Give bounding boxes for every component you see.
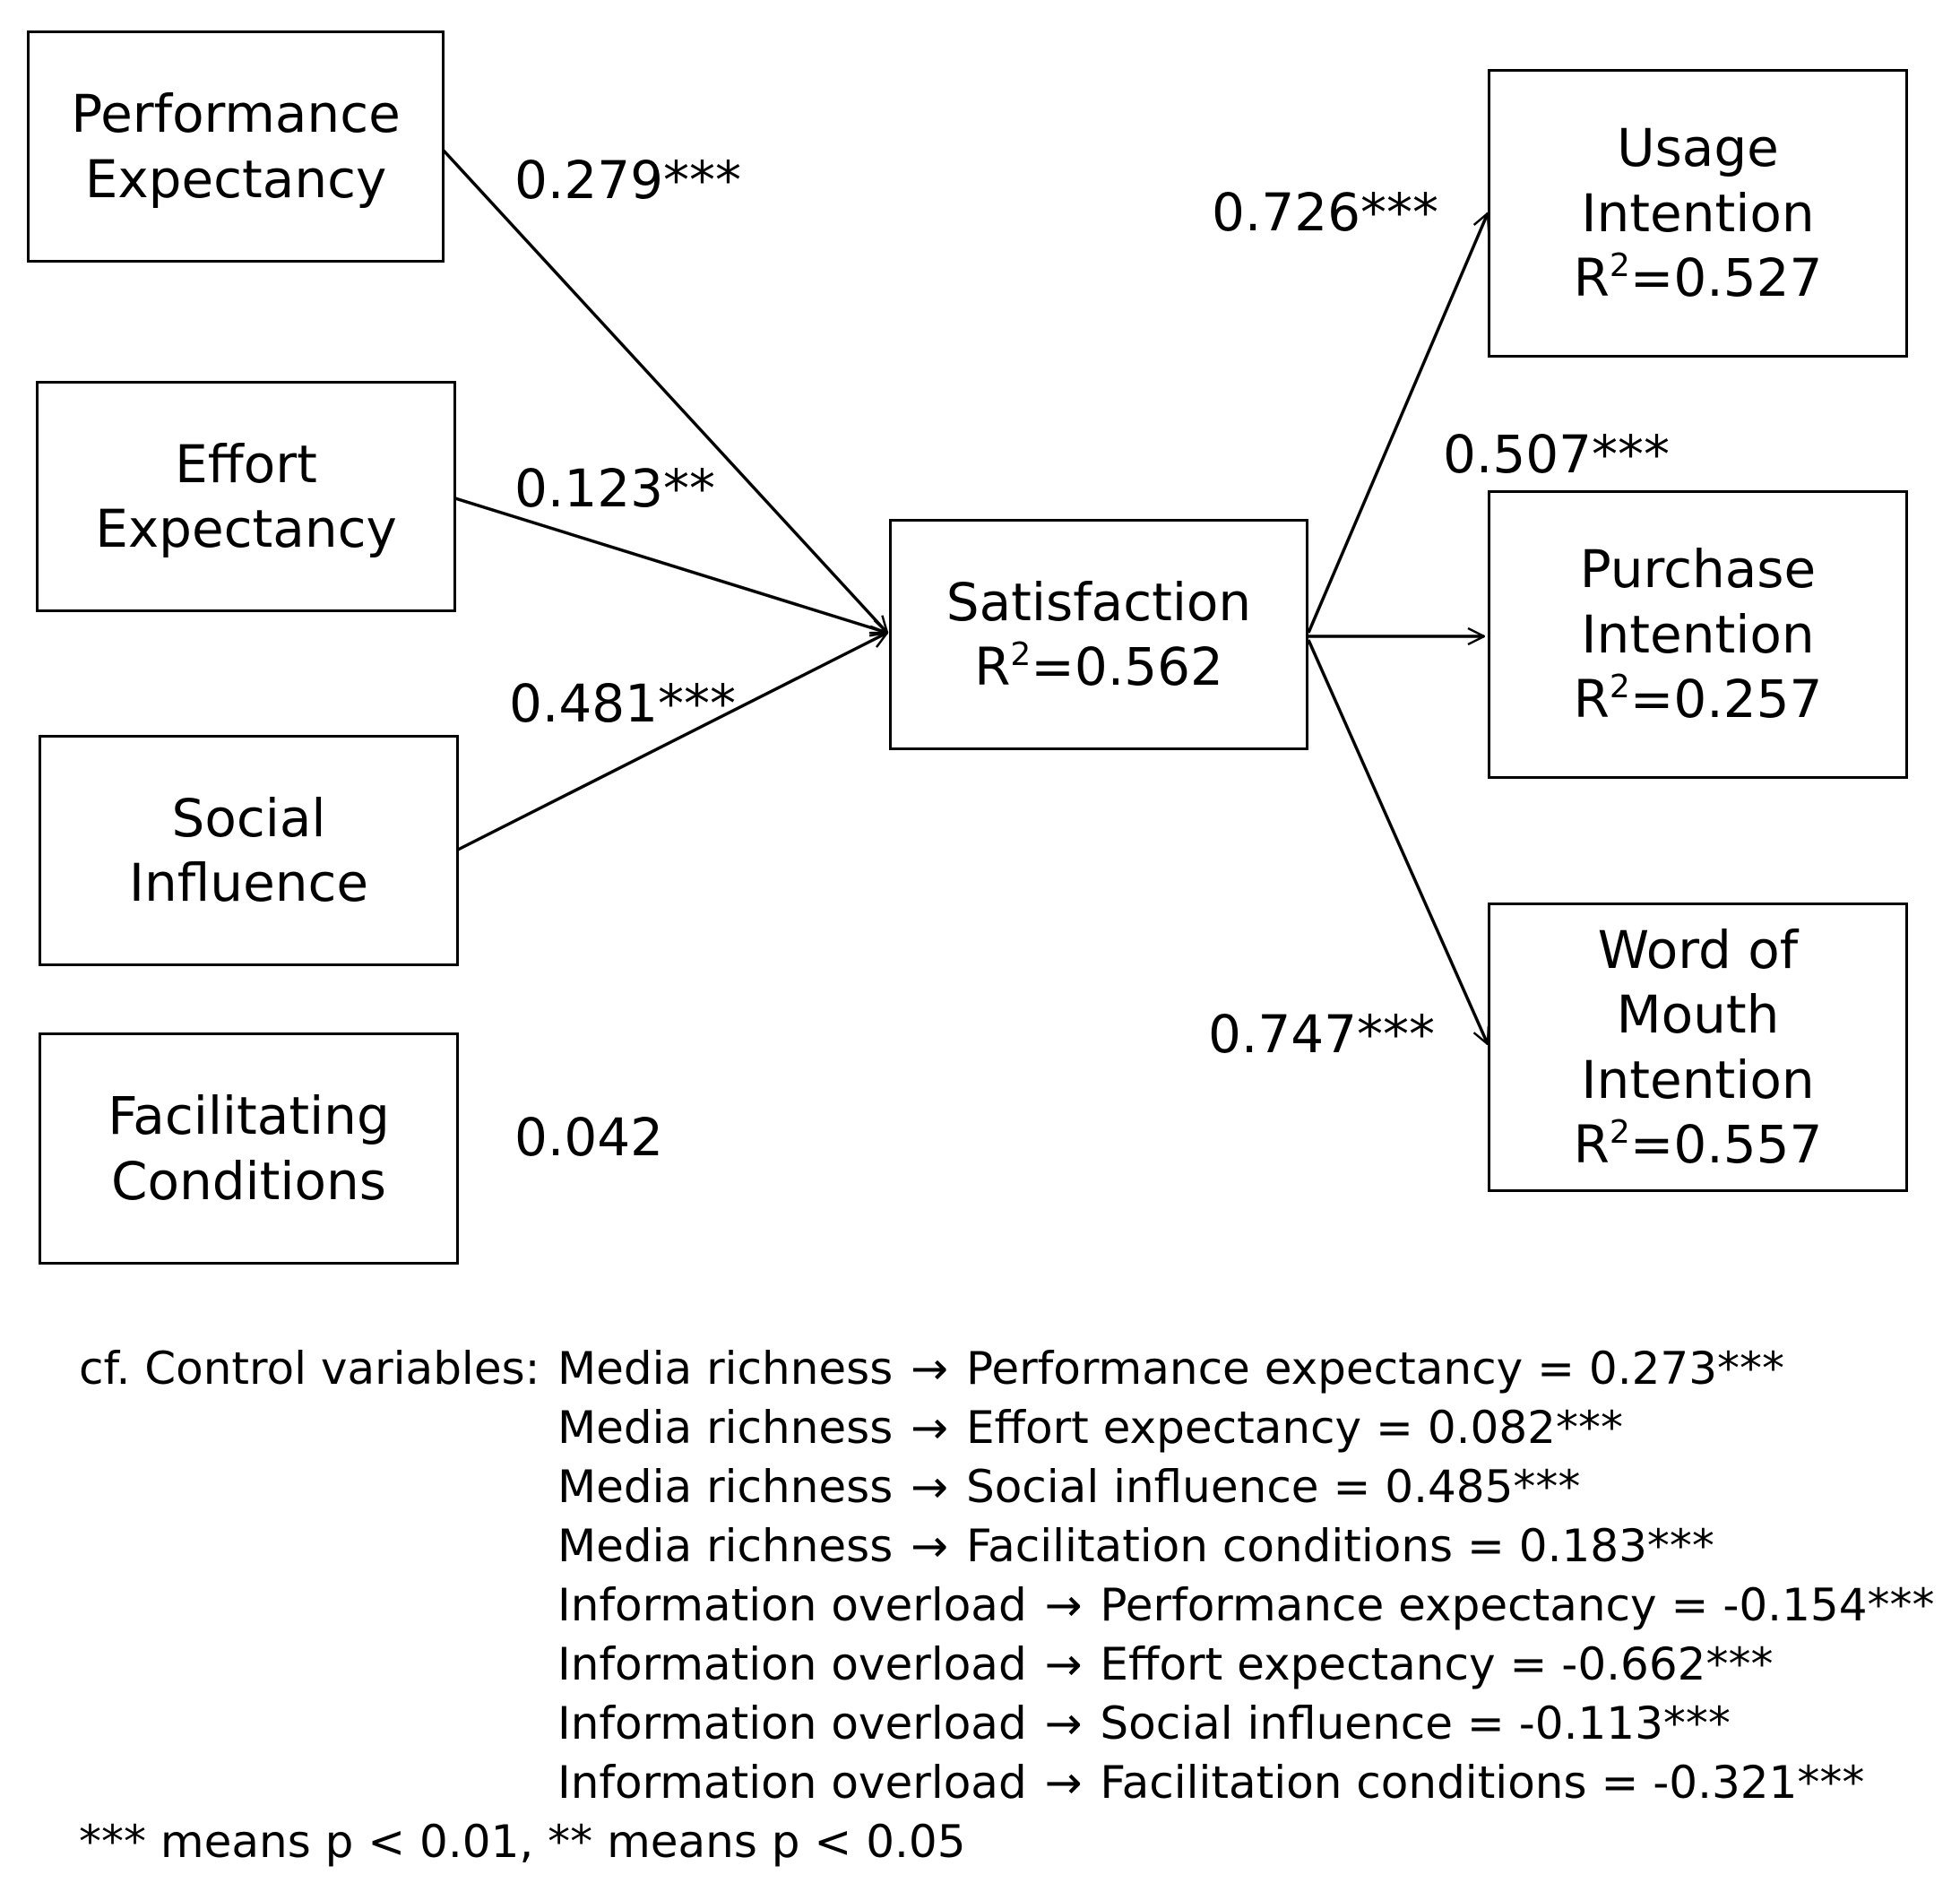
arrow-icon: → bbox=[911, 1520, 949, 1572]
node-label-line: Expectancy bbox=[95, 498, 397, 559]
arrow-icon: → bbox=[1044, 1757, 1083, 1809]
control-to: Facilitation conditions bbox=[965, 1520, 1454, 1572]
coef-fc-satisfaction: 0.042 bbox=[514, 1107, 664, 1168]
r-squared-exponent: 2 bbox=[1010, 636, 1032, 673]
coef-pe-satisfaction: 0.279*** bbox=[514, 150, 742, 211]
node-label-line: Word of bbox=[1597, 919, 1799, 980]
control-row: Media richness → Facilitation conditions… bbox=[557, 1524, 1714, 1568]
control-to: Effort expectancy bbox=[1100, 1638, 1496, 1690]
r-squared-prefix: R bbox=[1573, 247, 1610, 309]
control-from: Information overload bbox=[557, 1757, 1027, 1809]
control-value: = 0.485*** bbox=[1333, 1461, 1581, 1513]
effort-expectancy-box: Effort Expectancy bbox=[36, 381, 456, 612]
control-from: Information overload bbox=[557, 1579, 1027, 1631]
node-label-line: Conditions bbox=[111, 1150, 386, 1212]
control-from: Media richness bbox=[557, 1343, 894, 1395]
control-row: Information overload → Effort expectancy… bbox=[557, 1642, 1773, 1687]
coef-satisfaction-usage: 0.726*** bbox=[1212, 182, 1439, 243]
control-to: Effort expectancy bbox=[965, 1402, 1362, 1454]
r-squared-prefix: R bbox=[1573, 1114, 1610, 1175]
social-influence-box: Social Influence bbox=[39, 735, 459, 966]
arrow-ee-to-satisfaction bbox=[454, 497, 887, 633]
r-squared-exponent: 2 bbox=[1609, 1114, 1630, 1151]
control-value: = 0.183*** bbox=[1467, 1520, 1714, 1572]
node-label-line: Intention bbox=[1581, 182, 1815, 244]
r-squared-value: =0.557 bbox=[1629, 1114, 1823, 1175]
control-row: Information overload → Performance expec… bbox=[557, 1583, 1935, 1628]
r-squared-exponent: 2 bbox=[1609, 247, 1630, 285]
control-value: = -0.321*** bbox=[1601, 1757, 1865, 1809]
arrow-icon: → bbox=[911, 1461, 949, 1513]
control-value: = 0.082*** bbox=[1376, 1402, 1623, 1454]
node-label-line: Facilitating bbox=[108, 1085, 390, 1146]
control-value: = -0.154*** bbox=[1671, 1579, 1935, 1631]
r-squared-value: =0.562 bbox=[1031, 636, 1223, 697]
significance-footnote: *** means p < 0.01, ** means p < 0.05 bbox=[79, 1816, 966, 1868]
node-label-line: Influence bbox=[128, 852, 369, 913]
control-value: = 0.273*** bbox=[1537, 1343, 1785, 1395]
arrow-satisfaction-to-usage bbox=[1307, 213, 1488, 634]
r-squared-prefix: R bbox=[1573, 669, 1610, 730]
arrow-icon: → bbox=[1044, 1697, 1083, 1749]
node-label-line: Usage bbox=[1617, 117, 1779, 179]
r-squared-label: R2=0.257 bbox=[1574, 667, 1823, 732]
control-value: = -0.113*** bbox=[1466, 1697, 1731, 1749]
r-squared-label: R2=0.527 bbox=[1574, 246, 1823, 311]
node-label-line: Mouth bbox=[1616, 984, 1780, 1045]
control-variables-prefix: cf. Control variables: bbox=[79, 1343, 540, 1395]
r-squared-exponent: 2 bbox=[1609, 669, 1630, 706]
coef-ee-satisfaction: 0.123** bbox=[514, 458, 716, 519]
r-squared-label: R2=0.562 bbox=[974, 635, 1223, 700]
control-to: Social influence bbox=[965, 1461, 1319, 1513]
r-squared-value: =0.527 bbox=[1629, 247, 1823, 309]
control-row: Media richness → Effort expectancy = 0.0… bbox=[557, 1405, 1623, 1450]
control-from: Information overload bbox=[557, 1697, 1027, 1749]
arrow-icon: → bbox=[911, 1343, 949, 1395]
node-label-line: Intention bbox=[1581, 603, 1815, 665]
control-from: Media richness bbox=[557, 1461, 894, 1513]
control-to: Performance expectancy bbox=[1100, 1579, 1657, 1631]
facilitating-conditions-box: Facilitating Conditions bbox=[39, 1032, 459, 1265]
coef-satisfaction-purchase: 0.507*** bbox=[1443, 424, 1671, 485]
node-label-line: Performance bbox=[71, 83, 401, 144]
control-row: Information overload → Facilitation cond… bbox=[557, 1760, 1864, 1805]
r-squared-value: =0.257 bbox=[1629, 669, 1823, 730]
node-label-line: Effort bbox=[175, 433, 317, 495]
control-from: Media richness bbox=[557, 1402, 894, 1454]
node-label-line: Satisfaction bbox=[945, 571, 1252, 633]
r-squared-label: R2=0.557 bbox=[1574, 1112, 1823, 1178]
control-row: Media richness → Performance expectancy … bbox=[557, 1346, 1784, 1391]
arrow-icon: → bbox=[911, 1402, 949, 1454]
control-from: Media richness bbox=[557, 1520, 894, 1572]
node-label-line: Expectancy bbox=[84, 148, 387, 210]
usage-intention-box: Usage Intention R2=0.527 bbox=[1488, 69, 1908, 358]
node-label-line: Purchase bbox=[1579, 539, 1817, 600]
control-from: Information overload bbox=[557, 1638, 1027, 1690]
node-label-line: Social bbox=[171, 787, 326, 849]
arrow-pe-to-satisfaction bbox=[442, 149, 887, 633]
control-row: Information overload → Social influence … bbox=[557, 1701, 1731, 1746]
coef-si-satisfaction: 0.481*** bbox=[509, 673, 737, 734]
r-squared-prefix: R bbox=[974, 636, 1011, 697]
control-to: Social influence bbox=[1100, 1697, 1454, 1749]
node-label-line: Intention bbox=[1581, 1049, 1815, 1110]
coef-satisfaction-wom: 0.747*** bbox=[1208, 1004, 1436, 1065]
control-to: Performance expectancy bbox=[965, 1343, 1524, 1395]
control-value: = -0.662*** bbox=[1509, 1638, 1774, 1690]
purchase-intention-box: Purchase Intention R2=0.257 bbox=[1488, 490, 1908, 779]
arrow-satisfaction-to-wom bbox=[1307, 639, 1488, 1044]
control-to: Facilitation conditions bbox=[1100, 1757, 1587, 1809]
arrow-icon: → bbox=[1044, 1579, 1083, 1631]
performance-expectancy-box: Performance Expectancy bbox=[27, 30, 445, 263]
arrow-icon: → bbox=[1044, 1638, 1083, 1690]
satisfaction-box: Satisfaction R2=0.562 bbox=[889, 519, 1308, 750]
control-row: Media richness → Social influence = 0.48… bbox=[557, 1464, 1580, 1509]
word-of-mouth-intention-box: Word of Mouth Intention R2=0.557 bbox=[1488, 903, 1908, 1192]
arrow-si-to-satisfaction bbox=[457, 631, 887, 851]
